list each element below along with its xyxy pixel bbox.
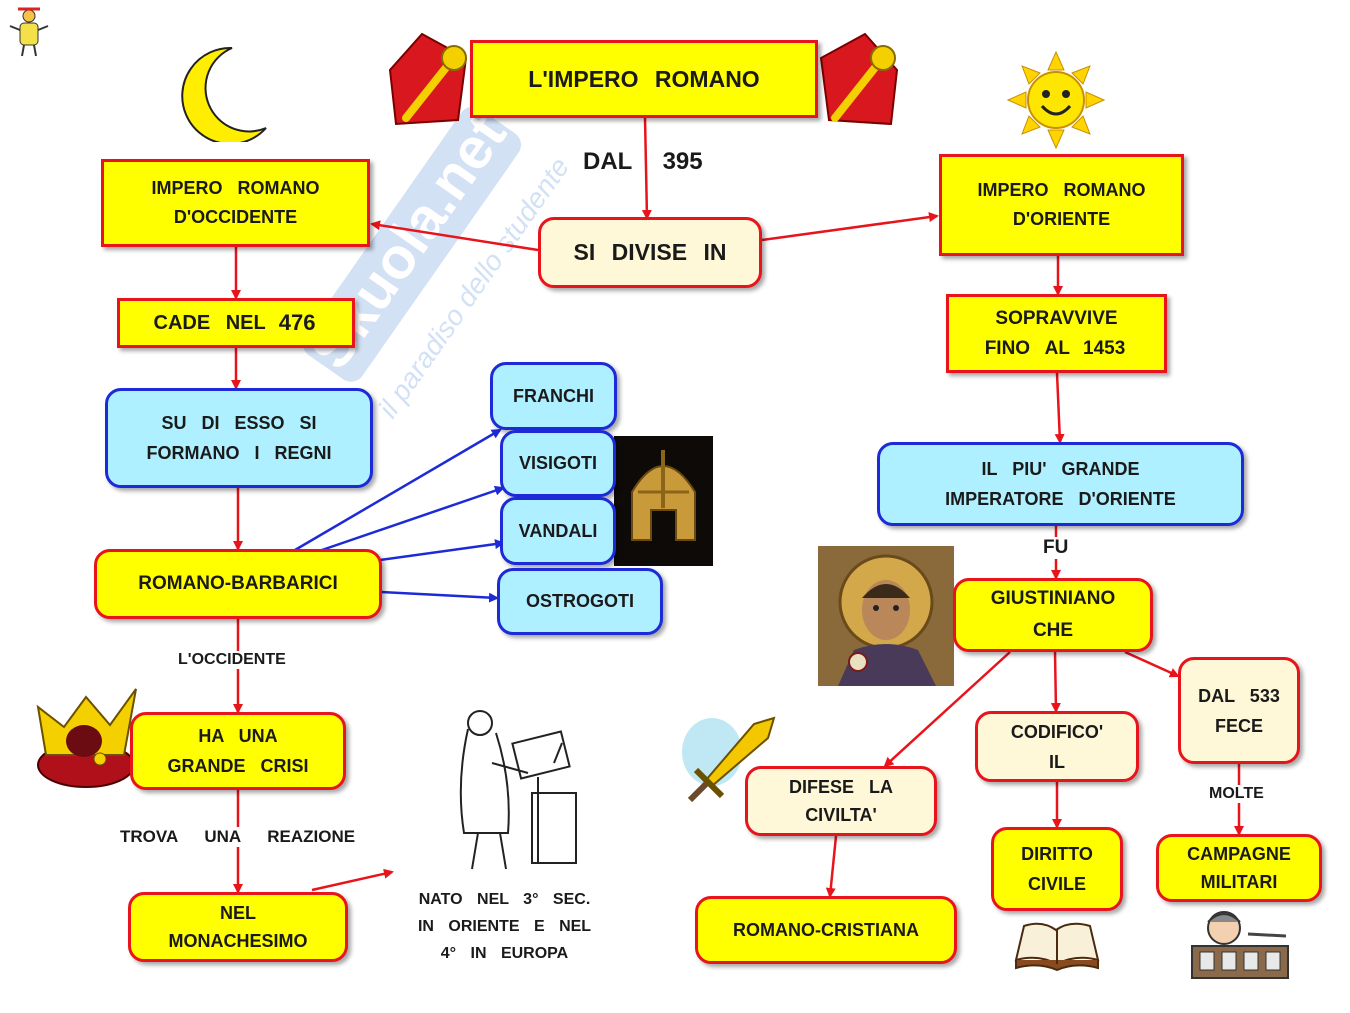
east-law-line2: CIVILE: [1027, 874, 1086, 894]
people-ostrogoti-box: OSTROGOTI: [497, 568, 663, 635]
dal-label: DAL 395: [583, 148, 703, 176]
east-defended-line2: CIVILTA': [805, 805, 877, 825]
east-empire-box: IMPERO ROMANO D'ORIENTE: [939, 154, 1184, 256]
split-box: SI DIVISE IN: [538, 217, 762, 288]
east-survive-text: FINO AL: [984, 337, 1070, 359]
east-survive-line2: FINO AL 1453: [984, 333, 1129, 364]
scepter-icon: [819, 32, 899, 126]
west-crisis-line2: GRANDE CRISI: [167, 756, 309, 776]
title-box: L'IMPERO ROMANO: [470, 40, 818, 118]
molte-label: MOLTE: [1209, 785, 1264, 803]
dal-text: DAL: [583, 148, 632, 175]
people-vandali-text: VANDALI: [518, 520, 598, 541]
east-campaigns-box: CAMPAGNE MILITARI: [1156, 834, 1322, 902]
east-romano-cristiana-text: ROMANO-CRISTIANA: [733, 919, 919, 940]
west-kingdoms-box: SU DI ESSO SI FORMANO I REGNI: [105, 388, 373, 488]
arrow-monach-to-origin: [311, 868, 394, 892]
east-codified-line1: CODIFICO': [1010, 721, 1104, 742]
east-law-line1: DIRITTO: [1021, 844, 1093, 864]
people-ostrogoti-text: OSTROGOTI: [526, 591, 634, 611]
east-giustiniano-box: GIUSTINIANO CHE: [953, 578, 1153, 652]
east-romano-cristiana-box: ROMANO-CRISTIANA: [695, 896, 957, 964]
west-fall-text: CADE NEL: [153, 311, 266, 334]
east-survive-line1: SOPRAVVIVE: [992, 303, 1121, 334]
east-survive-box: SOPRAVVIVE FINO AL 1453: [946, 294, 1167, 373]
arrow-defended-to-rc: [825, 835, 838, 898]
people-franchi-text: FRANCHI: [513, 385, 594, 406]
origin-line2: IN ORIENTE E NEL: [417, 918, 592, 935]
east-defended-line1: DIFESE LA: [788, 777, 893, 797]
mascot-icon: [9, 7, 49, 57]
east-greatest-line1: IL PIU' GRANDE: [981, 459, 1140, 479]
east-defended-box: DIFESE LA CIVILTA': [745, 766, 937, 836]
arrow-rb-to-visigoti: [321, 485, 505, 552]
moon-icon: [181, 46, 267, 142]
west-crisis-line1: HA UNA: [198, 726, 278, 746]
west-monach-line1: NEL: [220, 903, 256, 923]
origin-text: NATO NEL 3° SEC. IN ORIENTE E NEL 4° IN …: [402, 886, 607, 967]
people-visigoti-text: VISIGOTI: [518, 453, 597, 473]
east-giust-line1: GIUSTINIANO: [990, 588, 1116, 609]
book-icon: [1014, 922, 1100, 972]
east-survive-year: 1453: [1080, 333, 1129, 364]
arrow-giust-to-since: [1124, 650, 1180, 678]
people-vandali-box: VANDALI: [500, 497, 616, 565]
split-text: SI DIVISE IN: [573, 239, 727, 265]
east-law-box: DIRITTO CIVILE: [991, 827, 1123, 911]
sun-icon: [1007, 50, 1105, 150]
emperor-mosaic-icon: [818, 546, 954, 686]
east-greatest-box: IL PIU' GRANDE IMPERATORE D'ORIENTE: [877, 442, 1244, 526]
arrow-giust-to-codified: [1050, 651, 1061, 713]
east-codified-box: CODIFICO' IL: [975, 711, 1139, 782]
west-title-line2: D'OCCIDENTE: [173, 207, 298, 227]
arrow-split-to-east: [761, 212, 939, 242]
people-franchi-box: FRANCHI: [490, 362, 617, 430]
east-greatest-line2: IMPERATORE D'ORIENTE: [945, 489, 1176, 509]
east-since-line1: DAL 533: [1198, 685, 1280, 706]
helmet-icon: [614, 436, 713, 566]
east-giust-line2: CHE: [1032, 620, 1074, 641]
soldier-icon: [1191, 911, 1289, 979]
romano-barbarici-box: ROMANO-BARBARICI: [94, 549, 382, 619]
west-title-line1: IMPERO ROMANO: [151, 178, 320, 198]
east-title-line1: IMPERO ROMANO: [977, 180, 1146, 200]
east-since-line2: FECE: [1214, 715, 1263, 736]
west-fall-year: 476: [275, 310, 319, 336]
reaction-label: TROVA UNA REAZIONE: [120, 827, 356, 847]
title-text: L'IMPERO ROMANO: [528, 65, 760, 92]
sword-icon: [682, 716, 776, 803]
east-title-line2: D'ORIENTE: [1012, 209, 1111, 229]
west-crisis-box: HA UNA GRANDE CRISI: [130, 712, 346, 790]
arrow-title-to-split: [641, 116, 652, 220]
dal-year: 395: [662, 148, 703, 175]
scepter-icon: [388, 32, 468, 126]
people-visigoti-box: VISIGOTI: [500, 430, 616, 497]
arrow-survive-to-greatest: [1054, 372, 1065, 444]
west-kingdoms-line2: FORMANO I REGNI: [146, 443, 332, 463]
origin-line1: NATO NEL 3° SEC.: [418, 891, 591, 908]
east-campaigns-line2: MILITARI: [1200, 872, 1278, 892]
east-since-box: DAL 533 FECE: [1178, 657, 1300, 764]
west-monach-box: NEL MONACHESIMO: [128, 892, 348, 962]
west-empire-box: IMPERO ROMANO D'OCCIDENTE: [101, 159, 370, 247]
arrow-split-to-west: [370, 220, 539, 252]
crown-icon: [36, 688, 137, 788]
arrow-rb-to-ostrogoti: [379, 590, 499, 603]
arrow-giust-to-defended: [883, 651, 1011, 768]
west-fall-box: CADE NEL 476: [117, 298, 355, 348]
west-monach-line2: MONACHESIMO: [168, 931, 308, 951]
origin-line3: 4° IN EUROPA: [440, 945, 569, 962]
arrow-rb-to-franchi: [294, 428, 502, 552]
occidente-label: L'OCCIDENTE: [178, 651, 286, 669]
east-campaigns-line1: CAMPAGNE: [1187, 844, 1291, 864]
romano-barbarici-text: ROMANO-BARBARICI: [138, 573, 338, 594]
arrow-rb-to-vandali: [379, 539, 505, 562]
east-codified-line2: IL: [1049, 751, 1065, 772]
fu-label: FU: [1043, 537, 1069, 559]
west-kingdoms-line1: SU DI ESSO SI: [161, 413, 317, 433]
monk-scribe-icon: [459, 710, 577, 870]
